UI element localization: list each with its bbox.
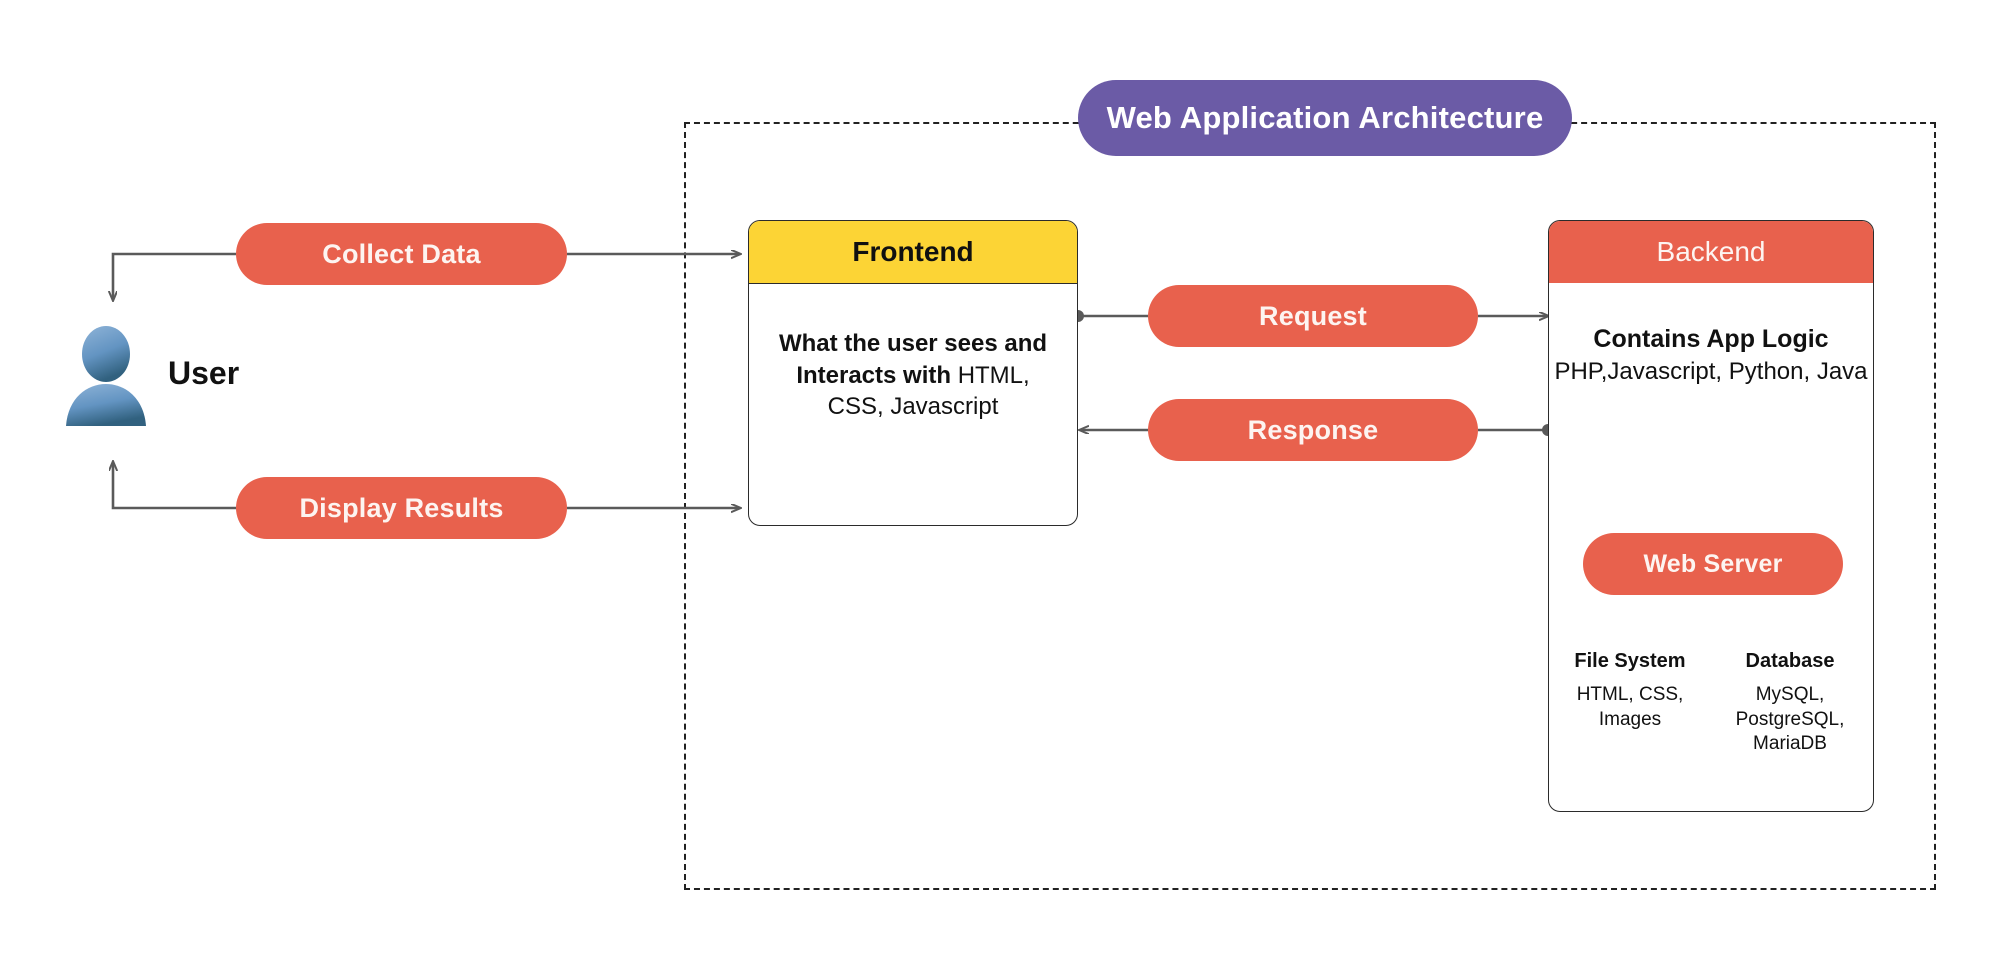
pill-display-results[interactable]: Display Results (236, 477, 567, 539)
frontend-title: Frontend (852, 236, 974, 267)
pill-collect-data-label: Collect Data (322, 238, 481, 269)
backend-logic-title: Contains App Logic (1593, 325, 1829, 353)
backend-card-body: Contains App Logic PHP,Javascript, Pytho… (1549, 283, 1873, 388)
pill-response-label: Response (1247, 414, 1379, 445)
wire-display-results-to-user (113, 462, 236, 510)
frontend-body-normal: HTML, CSS, Javascript (827, 361, 1030, 421)
backend-column-database: Database MySQL, PostgreSQL, MariaDB (1720, 650, 1860, 757)
user-label: User (168, 355, 240, 391)
database-items: MySQL, PostgreSQL, MariaDB (1735, 684, 1845, 755)
pill-request[interactable]: Request (1148, 285, 1478, 347)
frontend-card-body: What the user sees and Interacts with HT… (749, 284, 1077, 423)
database-title: Database (1745, 650, 1835, 672)
pill-request-label: Request (1259, 300, 1367, 331)
backend-card-header: Backend (1549, 221, 1873, 283)
file-system-title: File System (1574, 650, 1686, 672)
pill-display-results-label: Display Results (299, 492, 504, 523)
diagram-title-text: Web Application Architecture (1106, 100, 1544, 135)
pill-collect-data[interactable]: Collect Data (236, 223, 567, 285)
frontend-body-bold: What the user sees and Interacts with (778, 330, 1048, 389)
pill-web-server-label: Web Server (1643, 549, 1783, 578)
backend-resource-columns: File System HTML, CSS, Images Database M… (1560, 650, 1860, 757)
pill-response[interactable]: Response (1148, 399, 1478, 461)
diagram-title-badge: Web Application Architecture (1078, 80, 1572, 156)
backend-title: Backend (1656, 236, 1766, 267)
frontend-card[interactable]: Frontend What the user sees and Interact… (748, 220, 1078, 526)
frontend-card-header: Frontend (749, 221, 1077, 284)
backend-column-file-system: File System HTML, CSS, Images (1560, 650, 1700, 757)
backend-languages: PHP,Javascript, Python, Java (1554, 358, 1868, 386)
wire-collect-data-to-user (113, 252, 236, 300)
user-avatar-icon (64, 326, 148, 428)
file-system-items: HTML, CSS, Images (1576, 684, 1684, 730)
backend-card[interactable]: Backend Contains App Logic PHP,Javascrip… (1548, 220, 1874, 812)
pill-web-server[interactable]: Web Server (1583, 533, 1843, 595)
